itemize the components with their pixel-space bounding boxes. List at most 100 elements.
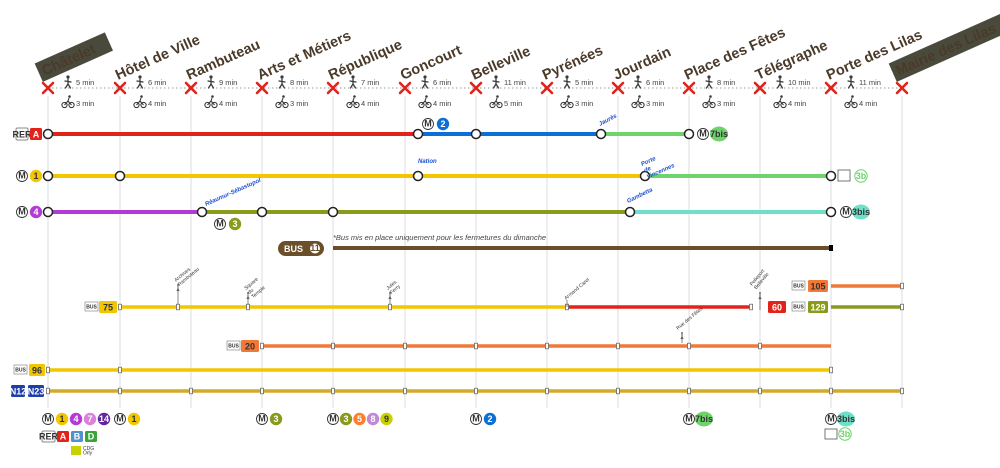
bus-129-badge-text: 129 xyxy=(810,302,825,312)
walk-icon xyxy=(64,75,72,89)
metro-3bis-badge: 3bis xyxy=(852,204,870,220)
footer-belleville-m: M xyxy=(470,413,482,425)
line-station-dot xyxy=(825,170,837,182)
metro-4-m-icon-ring xyxy=(16,206,28,218)
cross-path xyxy=(41,81,55,95)
stop-cross-icon xyxy=(611,81,625,95)
footer-republique-m-m: M xyxy=(329,414,337,424)
footer-ametiers-line-disc xyxy=(269,412,283,426)
footer-rer-A-text: A xyxy=(60,431,67,441)
cross-path xyxy=(540,81,554,95)
footer-rer-B: B xyxy=(71,431,83,442)
footer-pdl-m: M xyxy=(825,413,837,425)
bus-60-badge-box xyxy=(768,301,786,313)
walk-head xyxy=(707,75,711,79)
line-station-dot xyxy=(42,206,54,218)
bus-75-badge-text: 75 xyxy=(103,302,113,312)
bus-129-badge-box xyxy=(808,301,828,313)
walk-head xyxy=(209,75,213,79)
stop-tick xyxy=(474,387,478,395)
footer-republique-line-9-disc xyxy=(380,412,393,426)
metro-4-m-icon: M xyxy=(16,206,28,218)
walk-time: 6 min xyxy=(433,78,451,87)
footer-republique-line-8-disc xyxy=(366,412,380,426)
bike-head xyxy=(68,95,71,98)
bus-129-tag-text: BUS xyxy=(793,304,804,310)
pedestrian-icon xyxy=(388,292,392,300)
walk-head xyxy=(280,75,284,79)
footer-pdl-m-m: M xyxy=(827,414,835,424)
pedestrian-body xyxy=(246,294,250,300)
bus-96-tag-text: BUS xyxy=(15,367,26,373)
walk-body xyxy=(634,78,642,89)
stop-cross-icon xyxy=(113,81,127,95)
cross-path xyxy=(895,81,909,95)
cross-path xyxy=(824,81,838,95)
footer-chatelet-line-4: 4 xyxy=(69,412,83,426)
bike-head xyxy=(709,95,712,98)
metro-4-badge: 4 xyxy=(29,205,43,219)
bike-frame xyxy=(421,97,429,106)
footer-chatelet-line-14-disc xyxy=(97,412,111,426)
bike-frame xyxy=(705,97,713,106)
bike-wheel xyxy=(282,101,289,109)
stop-tick xyxy=(46,366,50,374)
bike-icon xyxy=(702,95,716,109)
walk-time: 10 min xyxy=(788,78,811,87)
bike-wheel xyxy=(638,101,645,109)
footer-pdf-line: 7bis xyxy=(695,411,713,427)
bike-wheel xyxy=(567,101,574,109)
walk-head xyxy=(565,75,569,79)
metro-7bis-badge-disc xyxy=(710,126,728,142)
metro-3bis-m-icon-ring xyxy=(840,206,852,218)
bike-wheel xyxy=(780,101,787,109)
bus-75-badge: 75 xyxy=(99,301,117,313)
metro-1-m-icon-ring xyxy=(16,170,28,182)
stop-tick xyxy=(118,366,122,374)
footer-republique-line-5-disc xyxy=(353,412,366,426)
walk-icon xyxy=(421,75,429,89)
bike-frame xyxy=(349,97,357,106)
tram-3b-badge-disc xyxy=(854,169,868,183)
noctilien-23-badge-text: N23 xyxy=(28,386,45,396)
stop-tick xyxy=(829,366,833,374)
metro-2-m-icon-m: M xyxy=(424,119,432,129)
footer-republique-line-3-disc xyxy=(339,412,353,426)
walk-time: 11 min xyxy=(504,78,526,87)
bike-time: 5 min xyxy=(504,99,522,108)
bike-icon xyxy=(489,95,503,109)
bike-head xyxy=(780,95,783,98)
footer-rer-B-text: B xyxy=(74,431,81,441)
walk-body xyxy=(349,78,357,89)
bike-wheel xyxy=(204,101,211,109)
stop-tick xyxy=(749,303,753,311)
footer-pdf-line-disc xyxy=(695,411,713,427)
walk-time: 6 min xyxy=(646,78,664,87)
bike-wheel xyxy=(133,101,140,109)
line-station-dot xyxy=(825,206,837,218)
footer-belleville-m-ring xyxy=(470,413,482,425)
bike-head xyxy=(638,95,641,98)
metro-1-badge: 1 xyxy=(29,169,43,183)
bike-icon xyxy=(275,95,289,109)
line-station-dot xyxy=(412,170,424,182)
bike-icon xyxy=(631,95,645,109)
stop-tick xyxy=(331,387,335,395)
footer-belleville-m-m: M xyxy=(472,414,480,424)
bike-wheel xyxy=(211,101,218,109)
footer-hdv-m-ring xyxy=(114,413,126,425)
bus-105-badge: 105 xyxy=(808,280,828,292)
stop-cross-icon xyxy=(682,81,696,95)
stop-tick xyxy=(829,387,833,395)
bike-wheel xyxy=(851,101,858,109)
footer-republique-line-5: 5 xyxy=(353,412,366,426)
walk-body xyxy=(776,78,784,89)
line-station-dot xyxy=(42,170,54,182)
walk-time: 9 min xyxy=(219,78,237,87)
bus-75-stop-2: JulesFerry xyxy=(385,279,402,296)
bike-frame xyxy=(207,97,215,106)
footer-republique-line-3-text: 3 xyxy=(343,414,348,424)
walk-head xyxy=(66,75,70,79)
stop-tick xyxy=(616,342,620,350)
